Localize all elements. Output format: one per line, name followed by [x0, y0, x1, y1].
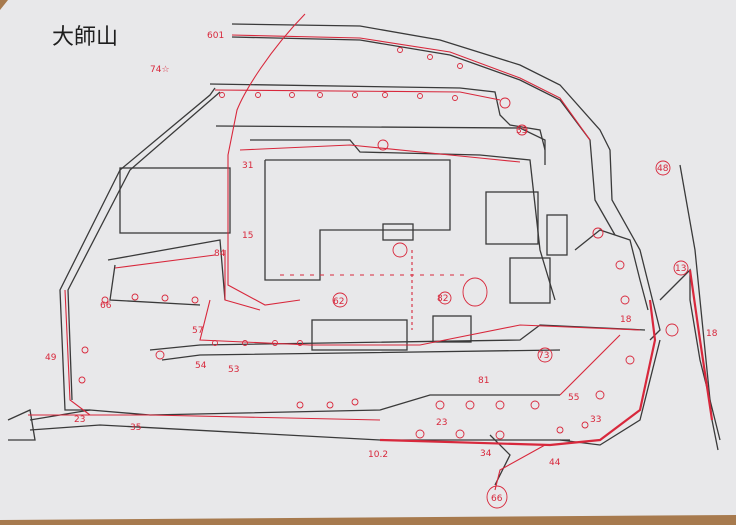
terrain-outlines: [7, 23, 721, 486]
label-82: 82: [437, 294, 448, 304]
label-18-mid: 18: [620, 315, 632, 325]
label-84: 84: [214, 249, 226, 259]
label-18-right: 18: [706, 329, 718, 339]
label-55: 55: [568, 393, 579, 403]
label-73: 73: [538, 351, 549, 361]
label-53: 53: [228, 365, 239, 375]
tree-markers: [78, 47, 635, 440]
label-31: 31: [242, 161, 253, 171]
label-44: 44: [549, 458, 561, 468]
label-34: 34: [480, 449, 492, 459]
label-33: 33: [590, 415, 601, 425]
map-labels: 601 74☆ 31 15 84 66 57 54 53 23 35 10.2 …: [45, 31, 718, 504]
map-title: 大師山: [52, 25, 118, 50]
label-13: 13: [675, 264, 686, 274]
label-23-left: 23: [74, 415, 85, 425]
label-81: 81: [478, 376, 489, 386]
label-15: 15: [242, 231, 253, 241]
label-35-top: 35: [516, 126, 527, 136]
label-35-left: 35: [130, 423, 141, 433]
label-57: 57: [192, 326, 203, 336]
label-62: 62: [333, 297, 344, 307]
label-66-bottom: 66: [491, 494, 503, 504]
label-10-2: 10.2: [368, 450, 388, 460]
label-elevation-601: 601: [207, 31, 224, 41]
label-66-left: 66: [100, 301, 112, 311]
label-49-left: 49: [45, 353, 57, 363]
label-top-left-note: 74☆: [150, 65, 170, 75]
label-54: 54: [195, 361, 207, 371]
label-23-mid: 23: [436, 418, 447, 428]
label-48: 48: [657, 164, 669, 174]
red-trail-lines: [28, 13, 714, 509]
